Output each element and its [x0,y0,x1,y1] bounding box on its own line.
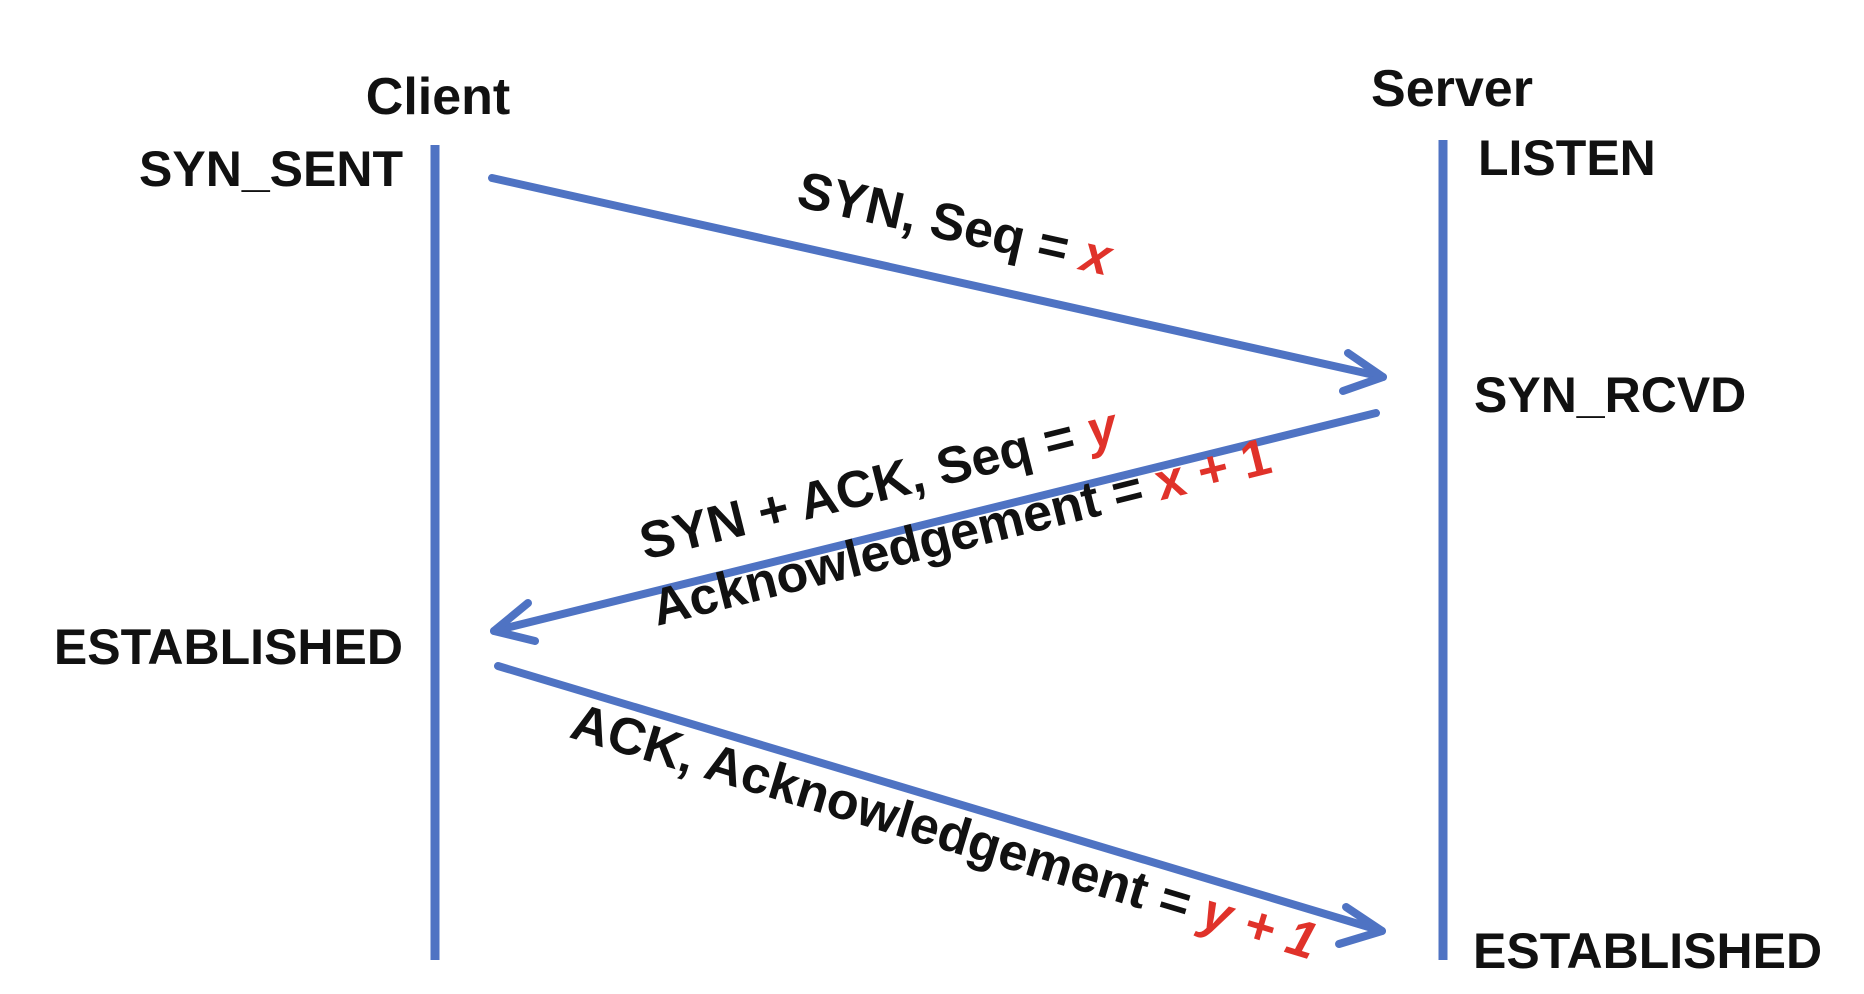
server-state-syn-rcvd: SYN_RCVD [1474,367,1746,423]
server-state-established: ESTABLISHED [1473,923,1822,979]
ack-arrow [494,662,1386,948]
client-label: Client [366,68,510,126]
syn-message-label: SYN, Seq = x [792,161,1118,288]
client-state-syn-sent: SYN_SENT [139,141,403,197]
syn-arrow [488,174,1387,395]
syn-message-text: SYN, Seq = [792,161,1088,281]
syn-ack-arrow [490,409,1380,645]
server-label: Server [1371,60,1533,118]
client-state-established: ESTABLISHED [54,619,403,675]
ack-message-text: ACK, Acknowledgement = [565,693,1212,938]
server-state-listen: LISTEN [1478,130,1656,186]
ack-message-label: ACK, Acknowledgement = y + 1 [565,693,1324,971]
syn-ack-ack-value: x + 1 [1149,428,1277,513]
